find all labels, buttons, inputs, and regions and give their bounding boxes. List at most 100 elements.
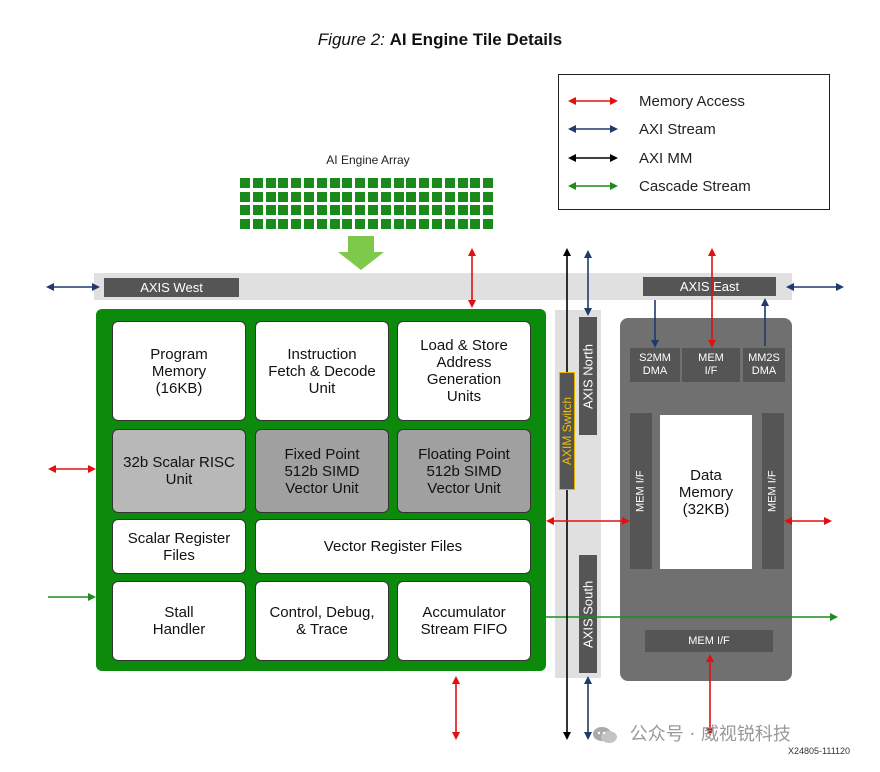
mm2s-dma: MM2S DMA <box>743 348 785 382</box>
array-tile-cell <box>380 205 391 215</box>
array-tile-cell <box>342 178 353 188</box>
accumulator-stream-fifo: Accumulator Stream FIFO <box>397 581 531 661</box>
array-tile-cell <box>483 218 494 229</box>
array-tile-cell <box>252 218 263 229</box>
array-tile-cell <box>406 218 417 229</box>
array-tile-cell <box>393 178 404 188</box>
axis-west-label: AXIS West <box>104 278 239 297</box>
array-tile-cell <box>278 218 289 229</box>
scalar-register-files: Scalar Register Files <box>112 519 246 574</box>
vector-register-files: Vector Register Files <box>255 519 531 574</box>
array-tile-cell <box>252 178 263 188</box>
array-tile-cell <box>240 178 250 188</box>
array-tile-cell <box>355 205 366 215</box>
load-store-unit: Load & Store Address Generation Units <box>397 321 531 421</box>
array-label: AI Engine Array <box>326 153 410 167</box>
array-tile-cell <box>419 218 430 229</box>
array-tile-cell <box>316 178 327 188</box>
array-tile-cell <box>393 191 404 202</box>
stall-handler: Stall Handler <box>112 581 246 661</box>
s2mm-dma: S2MM DMA <box>630 348 680 382</box>
array-tile-cell <box>240 205 250 215</box>
array-tile-cell <box>457 178 468 188</box>
array-tile-cell <box>329 205 340 215</box>
array-tile-cell <box>419 178 430 188</box>
wechat-icon <box>593 727 617 743</box>
array-tile-cell <box>470 178 481 188</box>
array-tile-cell <box>329 218 340 229</box>
array-tile-cell <box>265 218 276 229</box>
array-tile-cell <box>278 178 289 188</box>
floating-point-vector-unit: Floating Point 512b SIMD Vector Unit <box>397 429 531 513</box>
array-tile-cell <box>380 218 391 229</box>
array-tile-cell <box>483 205 494 215</box>
document-id: X24805-111120 <box>788 746 851 756</box>
instruction-fetch-unit: Instruction Fetch & Decode Unit <box>255 321 389 421</box>
watermark-text: 公众号 · 威视锐科技 <box>629 724 791 745</box>
array-tile-cell <box>355 178 366 188</box>
array-tile-cell <box>265 178 276 188</box>
array-tile-cell <box>432 191 442 202</box>
legend-cascade-stream: Cascade Stream <box>639 178 751 195</box>
array-tile-cell <box>304 205 314 215</box>
array-tile-cell <box>291 178 302 188</box>
array-tile-cell <box>444 178 455 188</box>
array-tile-cell <box>444 218 455 229</box>
array-tile-cell <box>342 218 353 229</box>
control-debug-trace: Control, Debug, & Trace <box>255 581 389 661</box>
array-tile-cell <box>291 191 302 202</box>
array-tile-cell <box>470 191 481 202</box>
memory-module: S2MM DMA MEM I/F MM2S DMA MEM I/F Data M… <box>620 318 792 681</box>
array-tile-cell <box>316 218 327 229</box>
array-tile-cell <box>368 178 378 188</box>
array-tile-cell <box>483 191 494 202</box>
array-tile-cell <box>457 205 468 215</box>
scalar-risc-unit: 32b Scalar RISC Unit <box>112 429 246 513</box>
array-tile-cell <box>291 218 302 229</box>
mem-if-bottom: MEM I/F <box>645 630 773 652</box>
array-tile-cell <box>329 191 340 202</box>
array-tile-cell <box>368 218 378 229</box>
legend-axi-mm: AXI MM <box>639 150 693 167</box>
array-tile-cell <box>304 191 314 202</box>
array-tile-cell <box>457 218 468 229</box>
array-tile-cell <box>432 218 442 229</box>
array-tile-cell <box>278 191 289 202</box>
mem-if-top: MEM I/F <box>682 348 740 382</box>
array-tile-cell <box>406 205 417 215</box>
legend-memory-access: Memory Access <box>639 93 745 110</box>
figure-name: AI Engine Tile Details <box>389 30 563 49</box>
data-memory: Data Memory (32KB) <box>660 415 752 569</box>
array-tile-cell <box>342 191 353 202</box>
array-tile-cell <box>393 218 404 229</box>
array-tile-cell <box>444 191 455 202</box>
array-tile-cell <box>368 205 378 215</box>
array-tile-cell <box>444 205 455 215</box>
array-tile-cell <box>368 191 378 202</box>
figure-title: Figure 2: AI Engine Tile Details <box>0 30 880 50</box>
array-tile-cell <box>406 191 417 202</box>
program-memory-unit: Program Memory (16KB) <box>112 321 246 421</box>
array-tile-cell <box>240 218 250 229</box>
array-tile-cell <box>252 205 263 215</box>
array-tile-cell <box>393 205 404 215</box>
array-tile-cell <box>265 205 276 215</box>
array-tile-cell <box>316 191 327 202</box>
array-tile-cell <box>457 191 468 202</box>
array-tile-cell <box>419 205 430 215</box>
array-tile-cell <box>470 205 481 215</box>
array-tile-cell <box>432 205 442 215</box>
fixed-point-vector-unit: Fixed Point 512b SIMD Vector Unit <box>255 429 389 513</box>
array-tile-cell <box>291 205 302 215</box>
ai-engine-core: Program Memory (16KB) Instruction Fetch … <box>96 309 546 671</box>
array-tile-cell <box>304 218 314 229</box>
array-tile-cell <box>406 178 417 188</box>
array-tile-cell <box>380 178 391 188</box>
array-tile-cell <box>304 178 314 188</box>
array-tile-cell <box>355 218 366 229</box>
array-down-arrow <box>338 236 384 270</box>
legend-axi-stream: AXI Stream <box>639 121 716 138</box>
array-tile-cell <box>278 205 289 215</box>
array-tile-cell <box>380 191 391 202</box>
